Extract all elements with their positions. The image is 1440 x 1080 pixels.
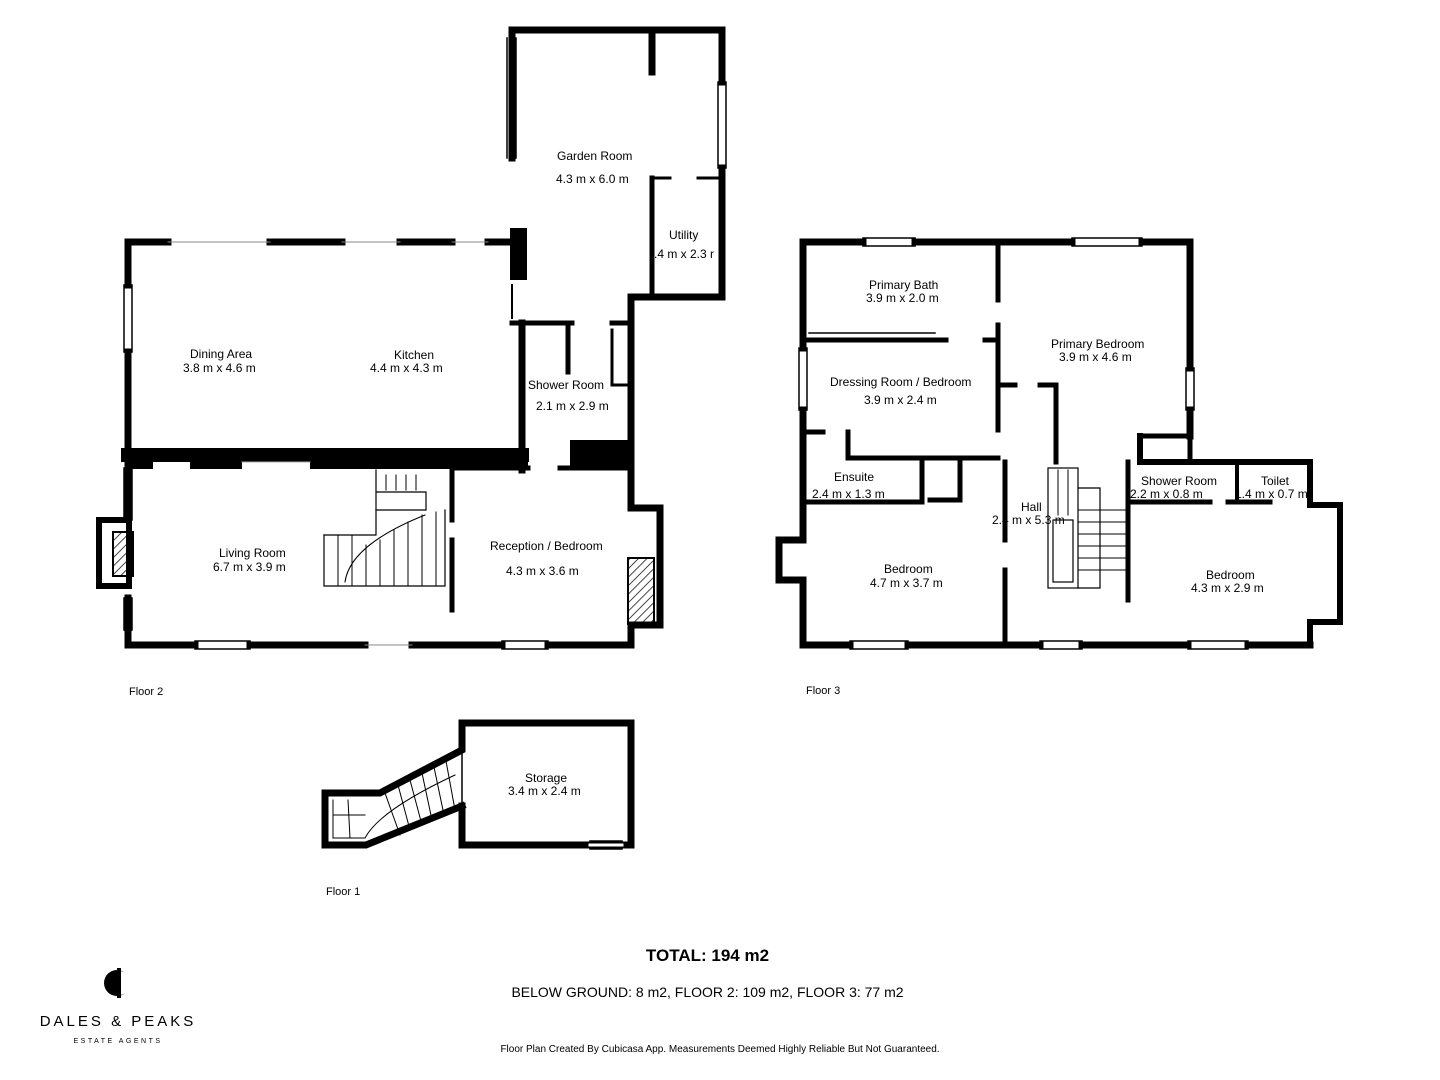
brand-tagline: ESTATE AGENTS <box>73 1038 163 1045</box>
room-dims-ensuite: 2.4 m x 1.3 m <box>812 487 885 501</box>
floor-1-plan <box>321 719 635 850</box>
room-dims-primary-bedroom: 3.9 m x 4.6 m <box>1059 350 1132 364</box>
room-dims-toilet: 1.4 m x 0.7 m <box>1235 487 1308 501</box>
room-dims-kitchen: 4.4 m x 4.3 m <box>370 361 443 375</box>
total-area: TOTAL: 194 m2 <box>645 946 770 965</box>
room-name-bedroom-left: Bedroom <box>884 562 933 576</box>
room-name-shower-room: Shower Room <box>528 378 605 392</box>
room-name-kitchen: Kitchen <box>394 348 435 362</box>
room-name-dressing-room: Dressing Room / Bedroom <box>830 375 972 389</box>
room-name-ensuite: Ensuite <box>834 470 875 484</box>
room-dims-primary-bath: 3.9 m x 2.0 m <box>866 291 939 305</box>
room-name-dining-area: Dining Area <box>190 347 253 361</box>
room-dims-reception-bedroom: 4.3 m x 3.6 m <box>506 564 579 578</box>
room-name-garden-room: Garden Room <box>557 149 633 163</box>
room-dims-dining-area: 3.8 m x 4.6 m <box>183 361 256 375</box>
floor-2-plan <box>96 26 727 650</box>
room-dims-shower-room: 2.1 m x 2.9 m <box>536 399 609 413</box>
room-name-living-room: Living Room <box>219 546 286 560</box>
room-name-hall: Hall <box>1021 500 1042 514</box>
room-name-primary-bath: Primary Bath <box>869 278 939 292</box>
room-dims-utility: .4 m x 2.3 r <box>654 247 715 261</box>
area-breakdown: BELOW GROUND: 8 m2, FLOOR 2: 109 m2, FLO… <box>511 984 904 1000</box>
brand-name: DALES & PEAKS <box>39 1013 197 1030</box>
room-name-primary-bedroom: Primary Bedroom <box>1051 337 1145 351</box>
room-name-storage: Storage <box>525 771 568 785</box>
brand-logo-icon <box>104 968 131 998</box>
room-dims-bedroom-left: 4.7 m x 3.7 m <box>870 576 943 590</box>
room-name-reception-bedroom: Reception / Bedroom <box>490 539 603 553</box>
floor-label-floor-3: Floor 3 <box>806 685 841 697</box>
room-dims-living-room: 6.7 m x 3.9 m <box>213 560 286 574</box>
room-name-toilet: Toilet <box>1261 474 1290 488</box>
room-dims-garden-room: 4.3 m x 6.0 m <box>556 172 629 186</box>
room-dims-storage: 3.4 m x 2.4 m <box>508 784 581 798</box>
room-dims-shower-room-f3: 2.2 m x 0.8 m <box>1130 487 1203 501</box>
floor-3-plan <box>775 237 1343 650</box>
floor-label-floor-2: Floor 2 <box>129 686 164 698</box>
floor-label-floor-1: Floor 1 <box>326 886 361 898</box>
room-name-utility: Utility <box>669 228 699 242</box>
disclaimer-text: Floor Plan Created By Cubicasa App. Meas… <box>500 1044 940 1055</box>
room-dims-bedroom-right: 4.3 m x 2.9 m <box>1191 581 1264 595</box>
room-name-shower-room-f3: Shower Room <box>1141 474 1218 488</box>
room-name-bedroom-right: Bedroom <box>1206 568 1255 582</box>
room-dims-hall: 2.4 m x 5.3 m <box>992 513 1065 527</box>
room-dims-dressing-room: 3.9 m x 2.4 m <box>864 393 937 407</box>
